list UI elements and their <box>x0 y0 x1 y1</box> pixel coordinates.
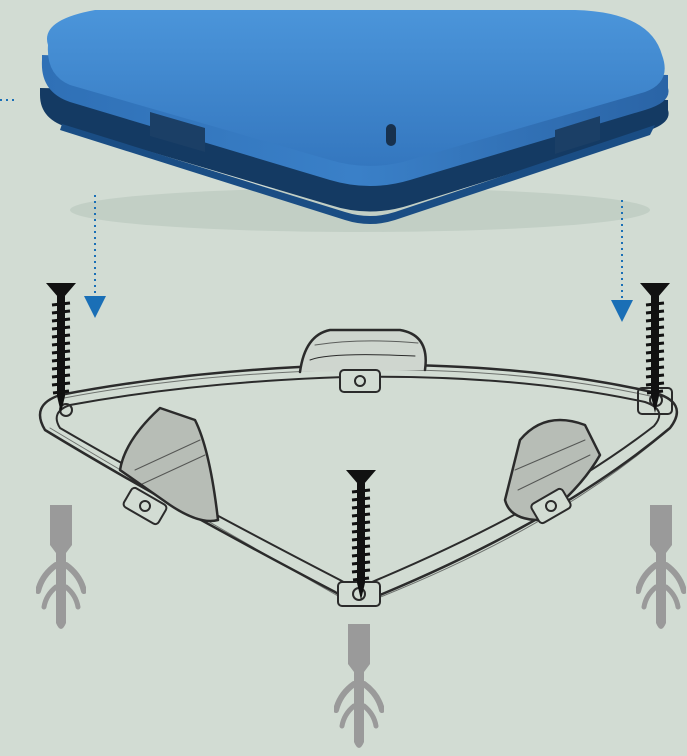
wall-plug-icon <box>638 505 684 629</box>
blue-triangular-device <box>0 10 669 232</box>
screw-right <box>640 283 670 413</box>
screw-bottom <box>346 470 376 600</box>
wall-anchor-right <box>638 505 684 629</box>
wall-anchor-left <box>38 505 84 629</box>
screw-icon <box>640 283 670 413</box>
wall-plug-icon <box>336 624 382 748</box>
device-led-icon <box>386 124 396 146</box>
screw-icon <box>346 470 376 600</box>
wall-anchor-bottom <box>336 624 382 748</box>
wall-plug-icon <box>38 505 84 629</box>
